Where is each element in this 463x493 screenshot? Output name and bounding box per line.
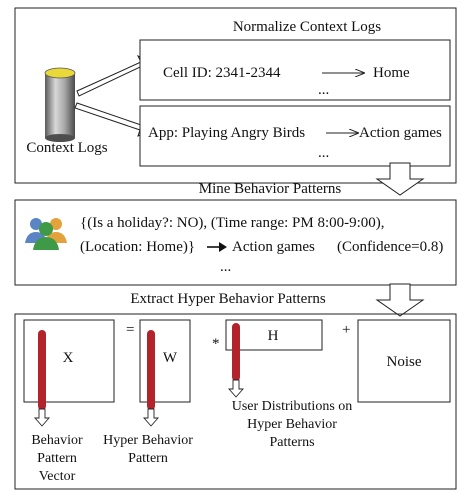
cellid-text: Cell ID: 2341-2344 xyxy=(163,65,281,81)
w-caption-1: Hyper Behavior xyxy=(103,433,193,448)
rule-line1: {(Is a holiday?: NO), (Time range: PM 8:… xyxy=(80,215,385,231)
down-block-arrow-2 xyxy=(375,283,425,317)
h-caption-1: User Distributions on xyxy=(232,399,353,414)
w-down-arrow xyxy=(143,408,159,427)
database-cylinder-icon xyxy=(44,67,76,142)
log-box-app xyxy=(139,105,451,167)
stage1-title: Normalize Context Logs xyxy=(233,19,381,35)
implies-arrow-icon xyxy=(207,242,227,252)
stage3-title: Extract Hyper Behavior Patterns xyxy=(130,291,326,307)
home-text: Home xyxy=(373,65,410,81)
h-caption-2: Hyper Behavior xyxy=(247,417,337,432)
op-times: * xyxy=(212,336,220,352)
app-text: App: Playing Angry Birds xyxy=(148,125,305,141)
x-down-arrow xyxy=(34,408,50,427)
op-equals: = xyxy=(126,322,134,338)
x-red-bar xyxy=(38,330,46,410)
log-b-ellipsis: ... xyxy=(318,145,329,161)
rule-line2-confidence: (Confidence=0.8) xyxy=(337,239,443,255)
op-plus: + xyxy=(342,322,350,338)
x-caption-3: Vector xyxy=(39,469,76,484)
down-block-arrow-1 xyxy=(375,162,425,196)
matrix-w-label: W xyxy=(163,350,178,366)
h-down-arrow xyxy=(228,379,244,398)
h-red-bar xyxy=(232,323,240,381)
noise-box xyxy=(357,319,451,403)
matrix-x-label: X xyxy=(63,350,74,366)
w-red-bar xyxy=(147,330,155,410)
x-caption-1: Behavior xyxy=(31,433,83,448)
log-box-cellid xyxy=(139,39,451,101)
matrix-h-label: H xyxy=(268,328,279,344)
rule-ellipsis: ... xyxy=(220,259,231,275)
stage2-frame xyxy=(14,199,457,286)
log-a-ellipsis: ... xyxy=(318,82,329,98)
noise-label: Noise xyxy=(387,354,422,370)
rule-line2-condition: (Location: Home)} xyxy=(80,239,195,255)
x-caption-2: Pattern xyxy=(37,451,77,466)
rule-line2-result: Action games xyxy=(232,239,315,255)
context-logs-label: Context Logs xyxy=(26,140,107,156)
action-games-text: Action games xyxy=(359,125,442,141)
stage3-frame xyxy=(14,313,457,490)
stage2-title: Mine Behavior Patterns xyxy=(199,181,342,197)
w-caption-2: Pattern xyxy=(128,451,168,466)
users-group-icon xyxy=(25,218,67,250)
matrix-h-box xyxy=(225,319,323,351)
stage1-frame xyxy=(14,7,457,184)
h-caption-3: Patterns xyxy=(269,435,314,450)
